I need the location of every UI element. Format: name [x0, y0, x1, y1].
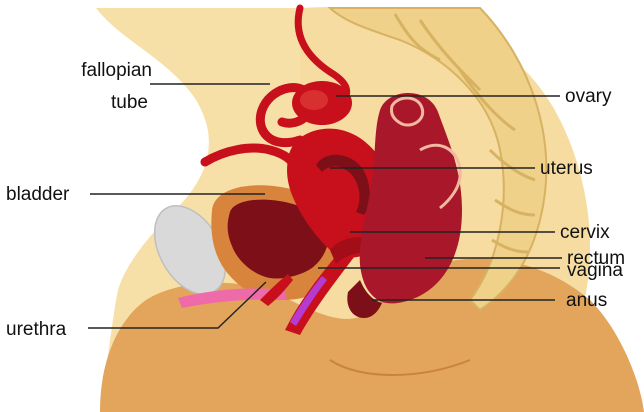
- label-urethra: urethra: [6, 319, 67, 340]
- ovary-highlight: [300, 90, 328, 110]
- label-anus: anus: [566, 290, 607, 311]
- label-fallopian-tube-line2: tube: [111, 92, 148, 113]
- label-bladder: bladder: [6, 184, 70, 205]
- label-ovary: ovary: [565, 86, 612, 107]
- label-cervix: cervix: [560, 222, 610, 243]
- label-uterus: uterus: [540, 158, 593, 179]
- label-fallopian-tube-line1: fallopian: [81, 60, 152, 81]
- label-vagina: vagina: [567, 260, 623, 281]
